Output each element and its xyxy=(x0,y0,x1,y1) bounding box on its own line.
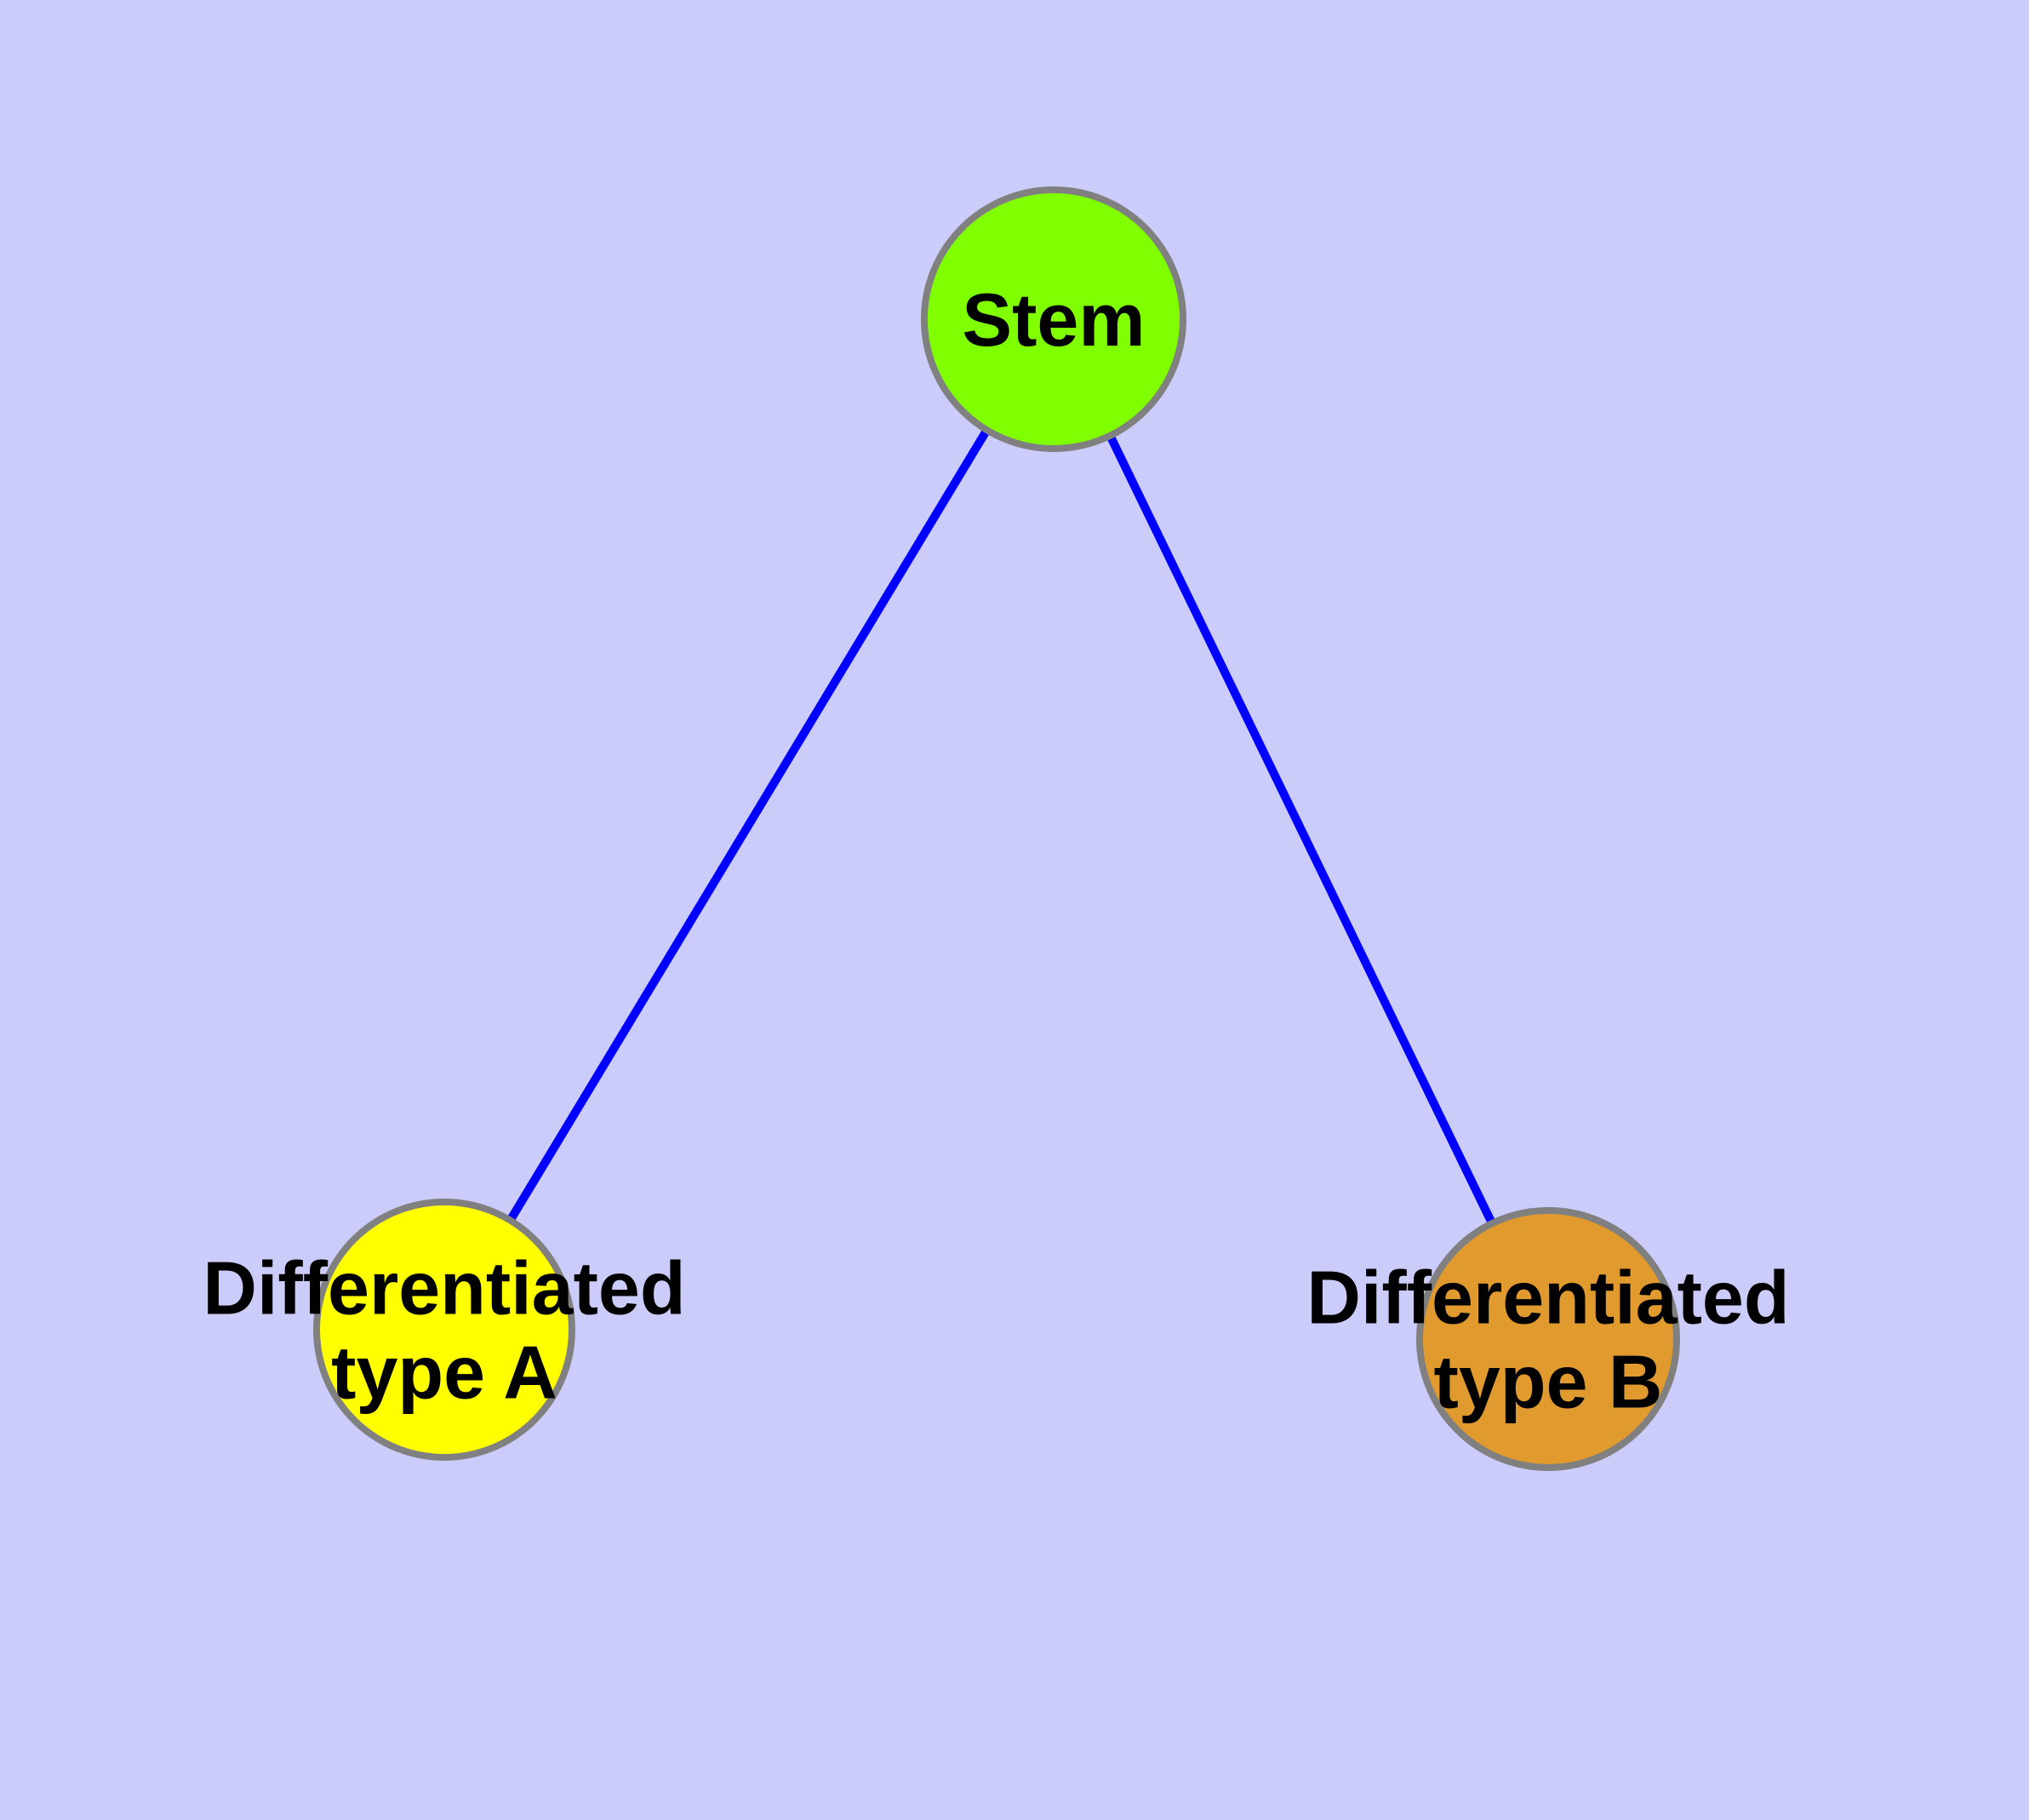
edge-stem-to-differentiated-type-a[interactable] xyxy=(440,317,1058,1332)
edges-layer xyxy=(440,317,1552,1342)
node-differentiated-type-b[interactable] xyxy=(1416,1207,1680,1471)
node-differentiated-type-a[interactable] xyxy=(313,1199,575,1461)
node-label-stem: Stem xyxy=(962,278,1145,362)
node-stem[interactable] xyxy=(921,186,1186,452)
nodes-layer xyxy=(313,186,1680,1471)
edge-stem-to-differentiated-type-b[interactable] xyxy=(1049,317,1552,1342)
